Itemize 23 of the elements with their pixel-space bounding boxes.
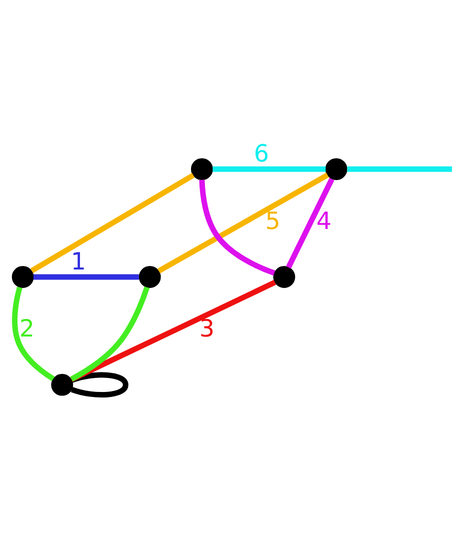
connector	[34, 274, 139, 280]
edge-label: 4	[316, 206, 332, 235]
node-circle	[273, 266, 296, 288]
connector	[212, 166, 326, 172]
node-circle	[12, 266, 34, 288]
edge-label: 6	[254, 140, 269, 168]
connector	[12, 286, 55, 382]
connector	[157, 172, 329, 274]
edge-label: 5	[265, 206, 280, 235]
edge-label: 2	[19, 314, 35, 343]
connector	[286, 178, 334, 269]
edge-label: 3	[199, 314, 215, 343]
connector	[70, 280, 276, 382]
connector	[30, 172, 195, 274]
connector	[347, 166, 452, 172]
node-circle	[325, 158, 348, 180]
node-circle	[51, 374, 74, 396]
connector	[70, 286, 150, 382]
edge-label: 1	[70, 248, 86, 276]
node-circle	[190, 158, 213, 180]
connector	[70, 372, 128, 398]
connector	[199, 180, 276, 276]
node-circle	[138, 266, 161, 288]
